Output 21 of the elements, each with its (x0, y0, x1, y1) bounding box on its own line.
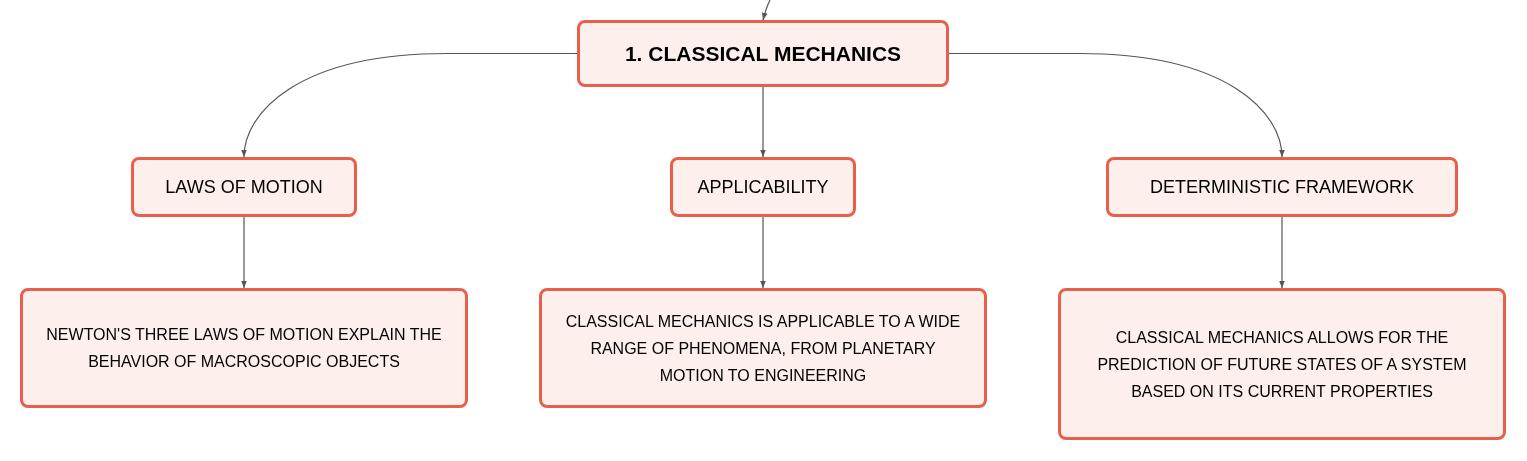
topic-box (131, 157, 357, 217)
topic-text: DETERMINISTIC FRAMEWORK (1150, 175, 1414, 199)
arrow (762, 0, 771, 21)
arrow (241, 52, 578, 158)
topic-text: 1. CLASSICAL MECHANICS (624, 40, 902, 67)
arrow (760, 86, 766, 158)
topic-text: CLASSICAL MECHANICS ALLOWS FOR THE PREDICTION OF FUTURE STATES OF A SYSTEM BASED ON ITS CURRENT PROPERTIES (1096, 327, 1468, 402)
arrow (1279, 216, 1285, 289)
topic-box (670, 157, 856, 217)
topic-text: CLASSICAL MECHANICS IS APPLICABLE TO A WIDE RANGE OF PHENOMENA, FROM PLANETARY MOTION TO ENGINEERING (564, 311, 962, 386)
topic-box (1058, 288, 1506, 440)
topic-box (1106, 157, 1458, 217)
topic-text: APPLICABILITY (697, 175, 829, 199)
topic-box (20, 288, 468, 408)
arrow (948, 52, 1285, 158)
topic-box (539, 288, 987, 408)
topic-box (577, 20, 949, 87)
arrow (241, 216, 247, 289)
topic-text: NEWTON'S THREE LAWS OF MOTION EXPLAIN THE BEHAVIOR OF MACROSCOPIC OBJECTS (45, 325, 443, 372)
arrow (760, 216, 766, 289)
topic-text: LAWS OF MOTION (165, 175, 323, 199)
